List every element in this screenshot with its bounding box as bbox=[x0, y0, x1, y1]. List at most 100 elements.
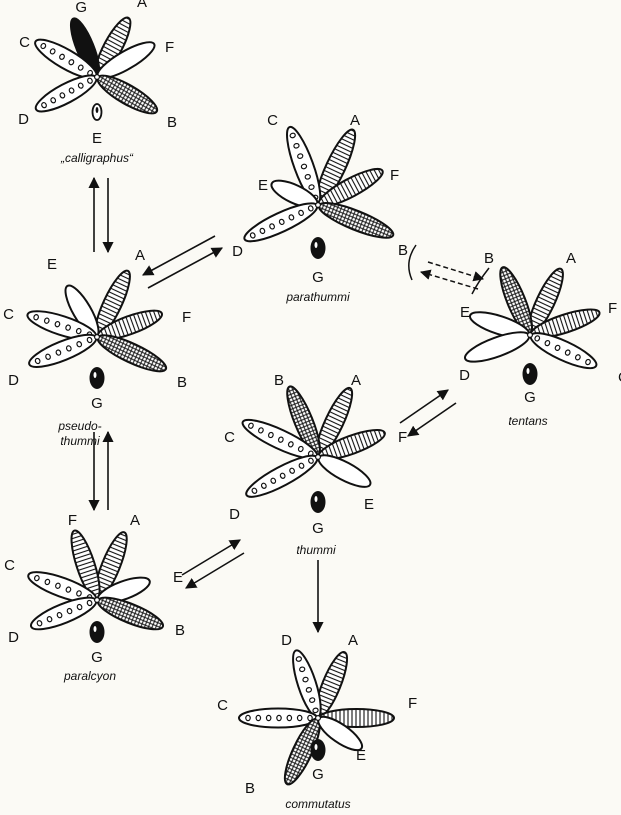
break-mark-right bbox=[472, 268, 489, 294]
arm-B bbox=[94, 329, 170, 378]
karyotype-commutatus: A D C F B E G bbox=[217, 632, 417, 797]
arm-label-A: A bbox=[135, 247, 145, 264]
name-commutatus: commutatus bbox=[285, 797, 350, 811]
arm-label-D: D bbox=[229, 506, 240, 523]
arm-label-D: D bbox=[281, 632, 292, 649]
arm-label-C: C bbox=[4, 557, 15, 574]
centromere bbox=[528, 333, 533, 338]
arm-label-E: E bbox=[364, 496, 374, 513]
name-tentans: tentans bbox=[508, 414, 547, 428]
arm-label-G: G bbox=[91, 395, 103, 412]
arm-G-highlight bbox=[315, 242, 318, 248]
arm-G bbox=[311, 739, 326, 761]
arm-G-highlight bbox=[94, 372, 97, 378]
arm-B bbox=[315, 197, 396, 245]
karyotype-calligraphus: A G C F D B E bbox=[18, 0, 177, 147]
arm-B bbox=[93, 69, 161, 119]
arm-label-B: B bbox=[167, 114, 177, 131]
arm-label-F: F bbox=[398, 429, 407, 446]
centromere bbox=[95, 335, 100, 340]
arm-label-B: B bbox=[398, 242, 408, 259]
arm-label-F: F bbox=[68, 512, 77, 529]
arm-dot bbox=[297, 715, 301, 720]
arm-G bbox=[311, 237, 326, 259]
arm-label-G: G bbox=[75, 0, 87, 16]
arm-dot bbox=[287, 715, 291, 720]
arm-label-D: D bbox=[232, 243, 243, 260]
break-mark-left bbox=[409, 245, 416, 280]
arm-label-F: F bbox=[608, 300, 617, 317]
arrow-thummi-to-tentans bbox=[400, 390, 448, 423]
centromere bbox=[316, 203, 321, 208]
name-paralcyon: paralcyon bbox=[63, 669, 116, 683]
arm-E-small-mark bbox=[96, 107, 99, 113]
karyotype-pseudothummi: A E C F D B G bbox=[3, 247, 191, 412]
karyotype-parathummi: A C F E D B G bbox=[232, 112, 408, 286]
arm-label-A: A bbox=[348, 632, 358, 649]
arm-label-A: A bbox=[137, 0, 147, 11]
arm-label-E: E bbox=[92, 130, 102, 147]
arm-G bbox=[523, 363, 538, 385]
arm-label-A: A bbox=[130, 512, 140, 529]
arm-dot bbox=[256, 715, 260, 720]
arm-label-C: C bbox=[217, 697, 228, 714]
arm-dot bbox=[246, 715, 250, 720]
arrow-tentans-to-thummi bbox=[408, 403, 456, 436]
arm-D bbox=[32, 69, 101, 118]
name-thummi: thummi bbox=[296, 543, 336, 557]
arm-label-C: C bbox=[3, 306, 14, 323]
arm-label-F: F bbox=[390, 167, 399, 184]
arm-label-A: A bbox=[566, 250, 576, 267]
arm-label-B: B bbox=[177, 374, 187, 391]
arm-G-highlight bbox=[315, 496, 318, 502]
arm-label-F: F bbox=[165, 39, 174, 56]
arm-label-F: F bbox=[408, 695, 417, 712]
arm-dot bbox=[266, 715, 270, 720]
arm-label-E: E bbox=[258, 177, 268, 194]
karyotype-paralcyon: A F C E D B G bbox=[4, 512, 185, 666]
arm-label-D: D bbox=[8, 629, 19, 646]
arrow-thummi-to-paralcyon bbox=[186, 553, 244, 588]
arm-dot bbox=[277, 715, 281, 720]
arm-G-highlight bbox=[315, 744, 318, 750]
arm-label-B: B bbox=[245, 780, 255, 797]
arm-label-E: E bbox=[460, 304, 470, 321]
arm-label-B: B bbox=[484, 250, 494, 267]
arm-label-A: A bbox=[351, 372, 361, 389]
arm-G bbox=[311, 491, 326, 513]
arm-G bbox=[90, 621, 105, 643]
arm-label-G: G bbox=[312, 520, 324, 537]
arm-label-F: F bbox=[182, 309, 191, 326]
arm-label-C: C bbox=[267, 112, 278, 129]
name-calligraphus: „calligraphus“ bbox=[60, 151, 134, 165]
arm-label-G: G bbox=[524, 389, 536, 406]
arm-label-D: D bbox=[459, 367, 470, 384]
karyotype-thummi: ABCFDEG bbox=[224, 372, 407, 537]
centromere bbox=[316, 455, 321, 460]
name-parathummi: parathummi bbox=[285, 290, 350, 304]
arm-G bbox=[90, 367, 105, 389]
arm-G-highlight bbox=[527, 368, 530, 374]
arm-label-C: C bbox=[19, 34, 30, 51]
arrow-paralcyon-to-thummi bbox=[182, 540, 240, 575]
centromere bbox=[95, 75, 100, 80]
arm-label-G: G bbox=[312, 766, 324, 783]
arm-label-A: A bbox=[350, 112, 360, 129]
arm-label-E: E bbox=[356, 747, 366, 764]
arm-label-E: E bbox=[173, 569, 183, 586]
arrow-pseudothummi-to-parathummi bbox=[148, 248, 222, 288]
arm-label-G: G bbox=[312, 269, 324, 286]
name-pseudothummi-line2: thummi bbox=[60, 434, 100, 448]
name-pseudothummi-line1: pseudo- bbox=[57, 419, 101, 433]
arm-label-D: D bbox=[18, 111, 29, 128]
arm-label-D: D bbox=[8, 372, 19, 389]
arm-label-G: G bbox=[91, 649, 103, 666]
centromere bbox=[95, 598, 100, 603]
arm-label-E: E bbox=[47, 256, 57, 273]
karyotype-tentans: ABEFDCG bbox=[459, 250, 621, 406]
arm-label-C: C bbox=[224, 429, 235, 446]
arrow-parathummi-to-pseudothummi bbox=[143, 236, 215, 275]
arm-label-B: B bbox=[175, 622, 185, 639]
arm-G-highlight bbox=[94, 626, 97, 632]
